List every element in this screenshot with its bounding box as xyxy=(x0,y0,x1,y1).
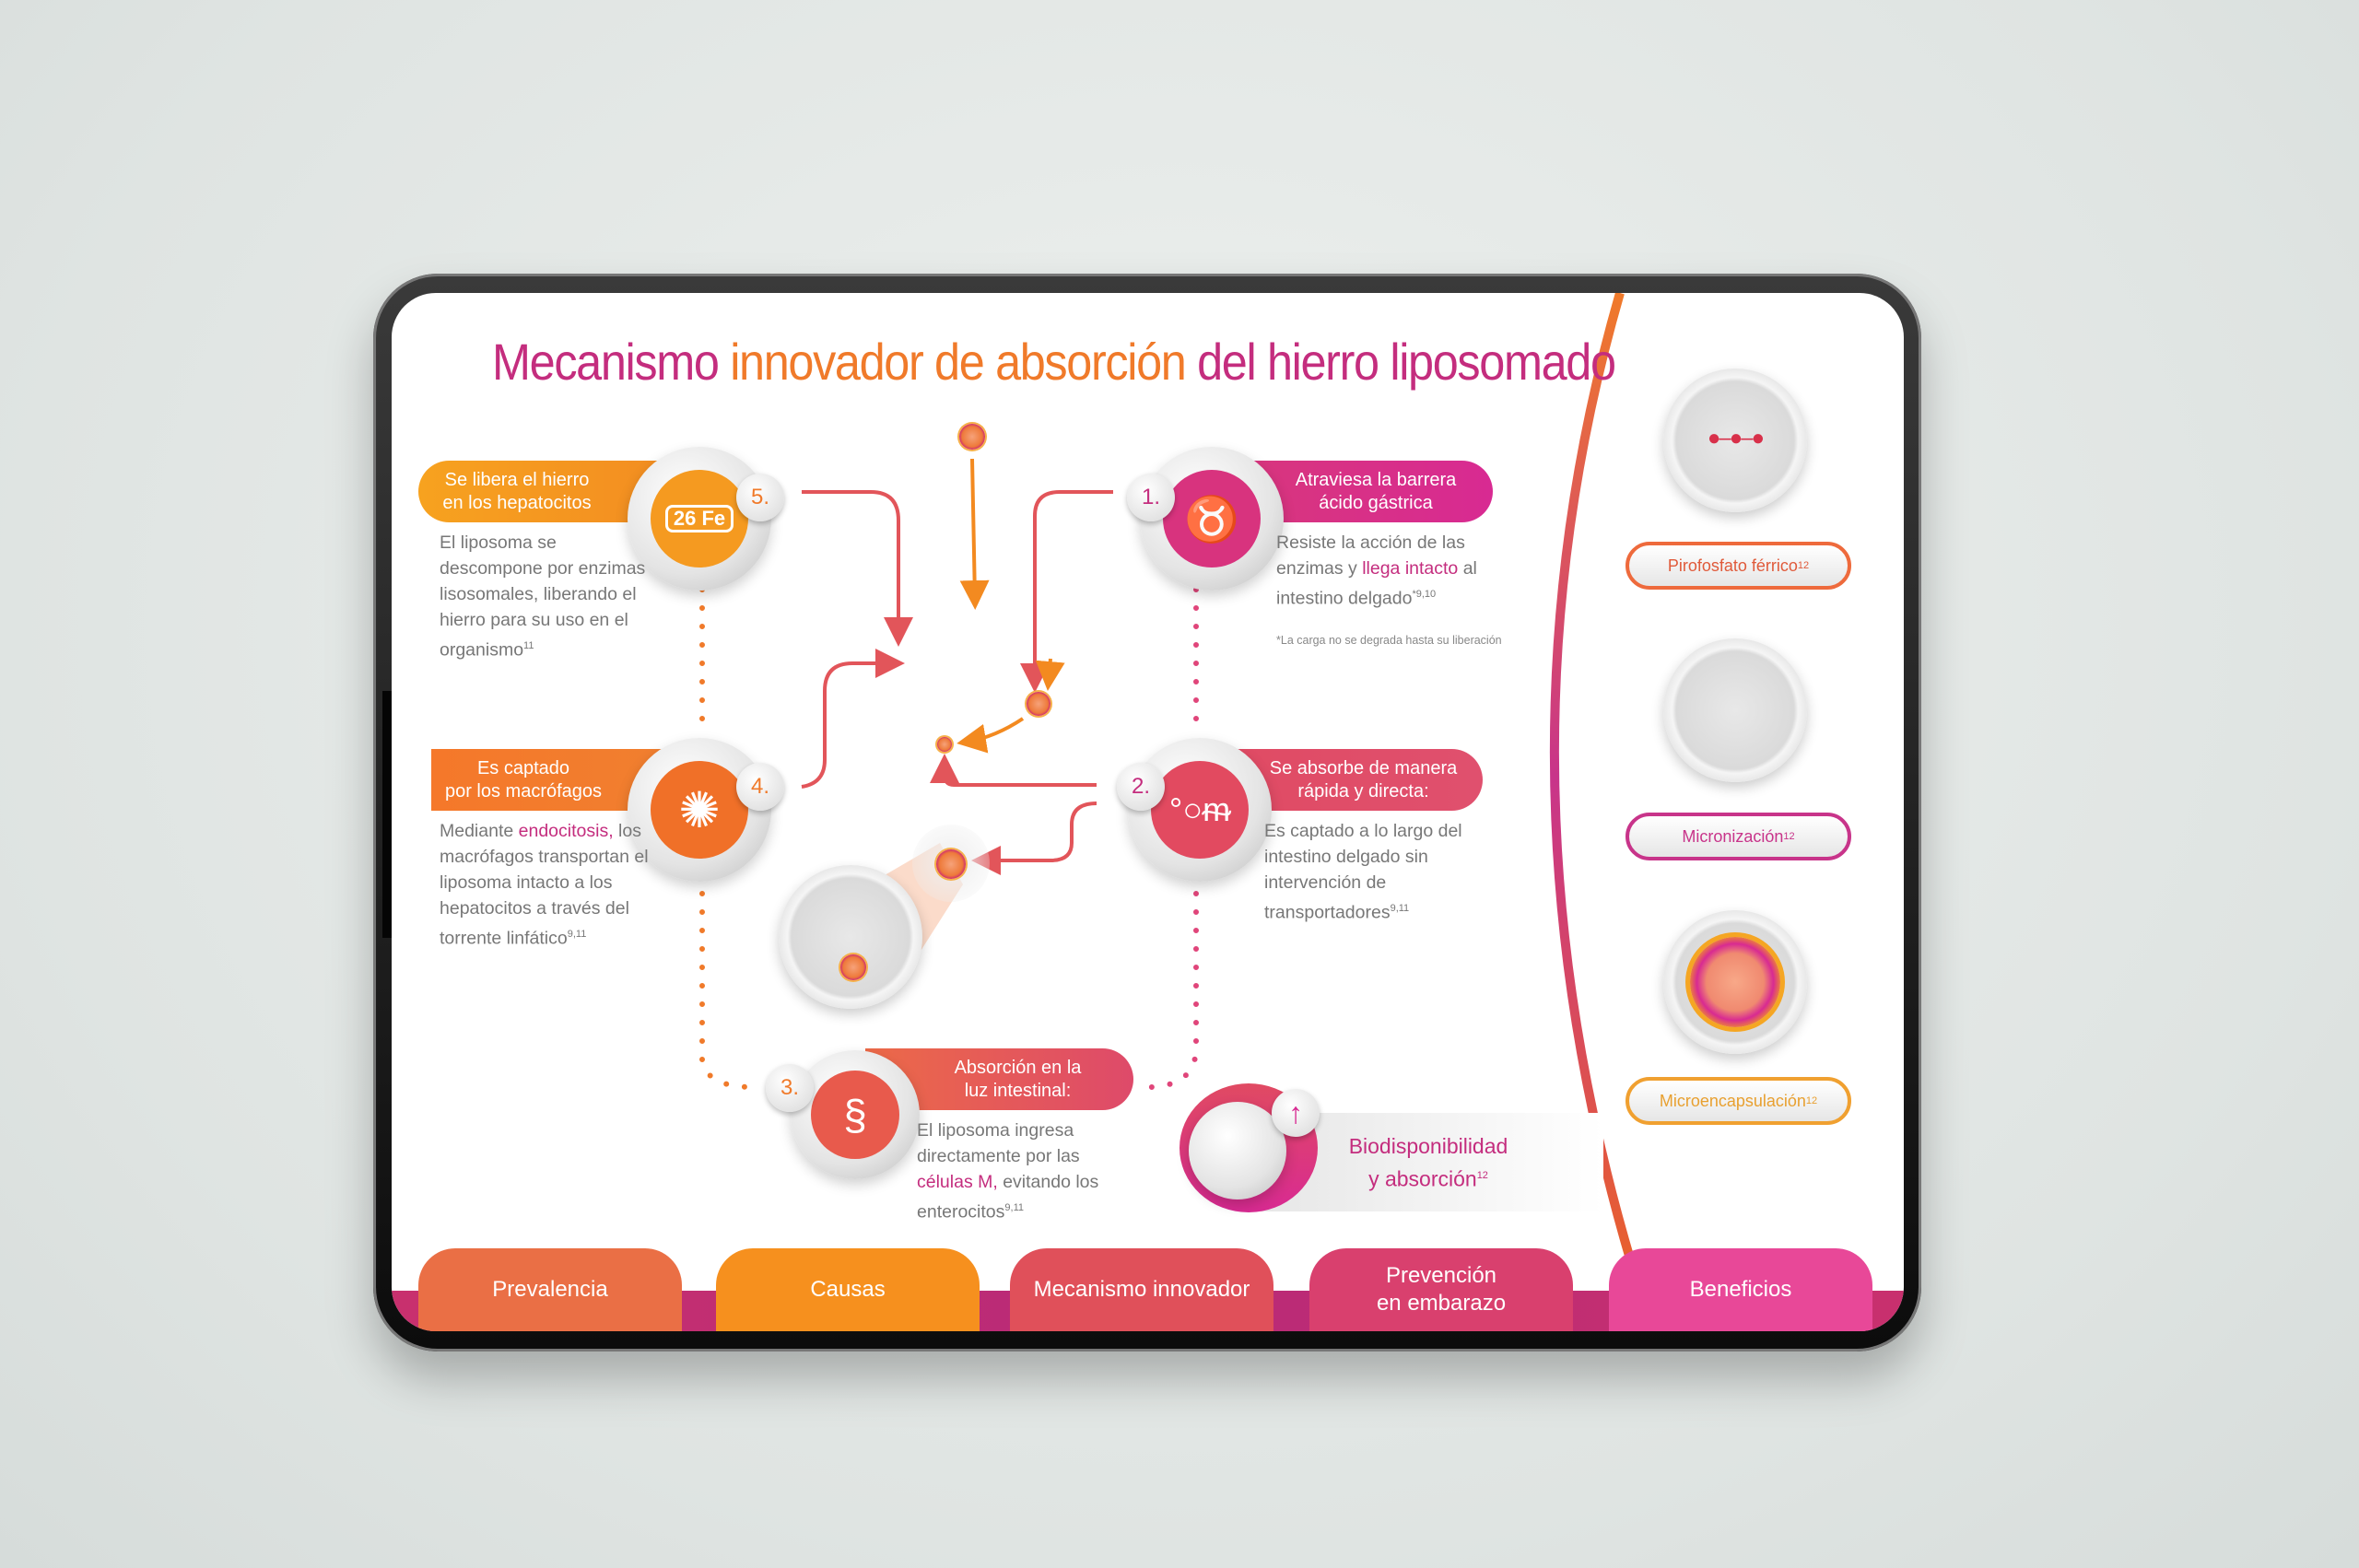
arrow xyxy=(1020,490,1113,693)
stomach-icon: ♉ xyxy=(1163,470,1261,568)
liposome-icon xyxy=(1690,937,1780,1027)
title-part: innovador de absorción xyxy=(730,333,1198,391)
reference: 9,11 xyxy=(567,929,587,940)
iron-element-badge: 26 Fe xyxy=(651,470,748,568)
step-text: Resiste la acción de las enzimas y xyxy=(1276,532,1465,579)
molecule-icon: ●‒●‒● xyxy=(1707,426,1765,451)
step5-text: El liposoma se descompone por enzimas li… xyxy=(440,530,661,663)
step-text: El liposoma se descompone por enzimas li… xyxy=(440,532,646,661)
footnote: *La carga no se degrada hasta su liberac… xyxy=(1276,634,1502,647)
bio-text: Biodisponibilidad xyxy=(1348,1134,1508,1158)
step1-number: 1. xyxy=(1127,474,1175,521)
reference: 12 xyxy=(1805,1095,1818,1106)
step-title: Se absorbe de manera xyxy=(1269,757,1458,778)
highlight: células M, xyxy=(917,1172,998,1192)
title-part: del hierro liposomado xyxy=(1197,333,1616,391)
step-text: evitando los enterocitos xyxy=(917,1172,1099,1223)
reference: 12 xyxy=(1476,1170,1488,1181)
tab-causas[interactable]: Causas xyxy=(716,1248,980,1331)
liposome-icon xyxy=(937,737,952,752)
tablet-screen: Mecanismo innovador de absorción del hie… xyxy=(392,293,1904,1331)
iron-element-icon: 26 Fe xyxy=(664,505,734,532)
arrow xyxy=(957,717,1025,754)
bio-text: y absorción xyxy=(1368,1166,1477,1191)
step3-text: El liposoma ingresa directamente por las… xyxy=(917,1117,1120,1225)
arrow xyxy=(801,649,905,789)
pill-label: Pirofosfato férrico xyxy=(1667,556,1798,575)
step-title: por los macrófagos xyxy=(444,780,603,802)
step4-number: 4. xyxy=(736,763,784,811)
liposome-icon xyxy=(936,849,966,879)
tab-mecanismo-innovador[interactable]: Mecanismo innovador xyxy=(1010,1248,1273,1331)
bio-label: Biodisponibilidad y absorción12 xyxy=(1327,1131,1530,1194)
step-title: Se libera el hierro xyxy=(444,469,590,490)
highlight: endocitosis, xyxy=(518,821,614,841)
micronization-icon xyxy=(1663,638,1807,782)
ferric-pyrophosphate-icon xyxy=(1663,369,1807,512)
dotted-connector xyxy=(1148,587,1199,1090)
petri-dish-icon xyxy=(779,865,922,1009)
arrow xyxy=(959,458,990,610)
reference: 9,11 xyxy=(1004,1202,1024,1213)
intestinal-villi-icon: °○ᵯ xyxy=(1151,761,1249,859)
up-arrow-icon: ↑ xyxy=(1272,1089,1320,1137)
liposome-icon xyxy=(840,954,866,980)
step-text: al intestino delgado xyxy=(1276,558,1477,609)
tab-prevencion-embarazo[interactable]: Prevención en embarazo xyxy=(1309,1248,1573,1331)
reference: 9,11 xyxy=(1390,903,1410,914)
step-title: rápida y directa: xyxy=(1297,780,1429,802)
pill-label: Micronización xyxy=(1682,826,1784,846)
step2-text: Es captado a lo largo del intestino delg… xyxy=(1264,818,1485,926)
step-title: en los hepatocitos xyxy=(442,492,592,513)
reference: 12 xyxy=(1783,831,1795,842)
step-text: los macrófagos transportan el liposoma i… xyxy=(440,821,649,949)
macrophage-icon: ✺ xyxy=(651,761,748,859)
step-title: Es captado xyxy=(476,757,570,778)
arrow xyxy=(802,490,913,647)
step-title: luz intestinal: xyxy=(964,1080,1072,1101)
step4-text: Mediante endocitosis, los macrófagos tra… xyxy=(440,818,661,952)
reference: 12 xyxy=(1797,560,1810,571)
step-title: Absorción en la xyxy=(954,1057,1082,1078)
arrow xyxy=(971,802,1097,875)
bio-villi-icon xyxy=(1189,1102,1286,1199)
tab-prevalencia[interactable]: Prevalencia xyxy=(418,1248,682,1331)
liposome-icon xyxy=(1027,692,1050,716)
step-text: Es captado a lo largo del intestino delg… xyxy=(1264,821,1462,923)
step-text: El liposoma ingresa directamente por las xyxy=(917,1120,1080,1166)
intestine-icon: § xyxy=(811,1071,899,1159)
title-part: Mecanismo xyxy=(492,333,731,391)
liposome-icon xyxy=(959,424,985,450)
step-text: Mediante xyxy=(440,821,519,841)
pill-label: Microencapsulación xyxy=(1659,1091,1806,1110)
page-title: Mecanismo innovador de absorción del hie… xyxy=(492,332,1616,392)
tab-beneficios[interactable]: Beneficios xyxy=(1609,1248,1872,1331)
reference: *9,10 xyxy=(1412,589,1437,600)
step1-text: Resiste la acción de las enzimas y llega… xyxy=(1276,530,1497,612)
reference: 11 xyxy=(523,640,534,651)
step-title: Atraviesa la barrera xyxy=(1295,469,1457,490)
step-title: ácido gástrica xyxy=(1319,492,1433,513)
step3-number: 3. xyxy=(766,1064,814,1112)
dotted-connector xyxy=(699,587,751,1090)
step5-number: 5. xyxy=(736,474,784,521)
arrow xyxy=(930,754,1097,787)
arrow xyxy=(1035,658,1065,691)
highlight: llega intacto xyxy=(1362,558,1459,579)
step2-number: 2. xyxy=(1117,763,1165,811)
